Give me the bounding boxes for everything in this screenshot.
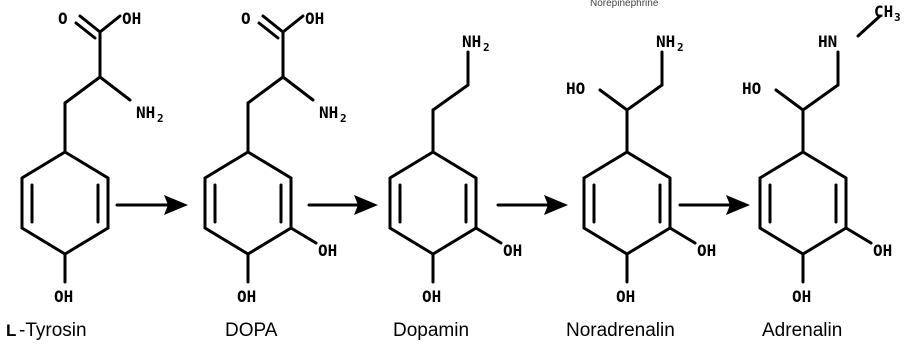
arrow-head [726,195,750,215]
amine-label: NH [136,103,155,122]
molecule-name: Dopamin [393,320,469,341]
reaction-arrow-noradrenalin-to-adrenalin [678,195,750,215]
para-hydroxyl-label: OH [422,287,441,306]
benzene-ring [758,150,848,256]
molecule-name: Noradrenalin [566,320,675,341]
amine-label: NH [319,103,338,122]
meta-hydroxyl-label: OH [873,241,892,260]
molecule-tyrosin: O OH NH 2 OH L -Tyrosin [6,9,164,341]
beta-hydroxyl-label: HO [742,79,761,98]
amine-subscript: 2 [483,41,490,54]
methyl-subscript: 3 [894,11,901,24]
amine-subscript: 2 [340,112,347,125]
hydroxyl-label: OH [122,9,141,28]
caption-text: Norepinephrine [590,0,659,9]
molecule-name: DOPA [225,320,278,341]
molecule-name: Adrenalin [762,320,842,341]
para-hydroxyl-label: OH [237,287,256,306]
molecule-name: -Tyrosin [19,320,87,341]
amine-subscript: 2 [157,112,164,125]
reaction-arrows [115,195,750,215]
amine-subscript: 2 [677,41,684,54]
benzene-ring [20,150,110,256]
meta-hydroxyl-label: OH [318,241,337,260]
reaction-arrow-tyrosin-to-dopa [115,195,188,215]
amine-label: NH [462,32,481,51]
arrow-head [164,195,188,215]
arrow-head [544,195,568,215]
meta-hydroxyl-label: OH [697,241,716,260]
hydroxyl-label: OH [305,9,324,28]
molecule-name-prefix: L [6,321,16,340]
reaction-arrow-dopamin-to-noradrenalin [496,195,568,215]
oxygen-label: O [241,9,251,28]
molecule-dopamin: NH 2 OH OH Dopamin [388,32,522,341]
oxygen-label: O [58,9,68,28]
amine-label: NH [656,32,675,51]
methyl-label: CH [874,2,893,21]
molecule-adrenalin: HN CH 3 HO OH OH Adrenalin [742,2,901,341]
para-hydroxyl-label: OH [54,287,73,306]
molecule-noradrenalin: NH 2 HO OH OH Noradrenalin [566,32,716,341]
reaction-arrow-dopa-to-dopamin [307,195,378,215]
benzene-ring [582,150,672,256]
benzene-ring [388,150,478,256]
methylamine-label: HN [818,32,837,51]
beta-hydroxyl-label: HO [566,79,585,98]
benzene-ring [203,150,293,256]
meta-hydroxyl-label: OH [503,241,522,260]
arrow-head [354,195,378,215]
para-hydroxyl-label: OH [616,287,635,306]
molecule-dopa: O OH NH 2 OH OH DOPA [203,9,347,341]
para-hydroxyl-label: OH [792,287,811,306]
